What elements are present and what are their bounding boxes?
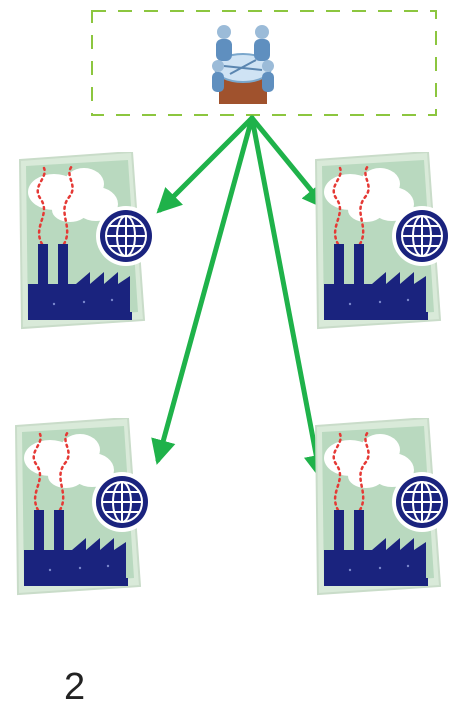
arrow-to-top-left bbox=[156, 115, 255, 214]
factory-globe-icon bbox=[314, 152, 454, 330]
distribution-arrows bbox=[151, 115, 329, 480]
factory-globe-icon bbox=[18, 152, 158, 330]
arrow-to-bottom-left bbox=[151, 115, 255, 465]
arrow-to-bottom-right bbox=[249, 115, 329, 480]
arrow-to-top-right bbox=[249, 115, 328, 210]
factory-globe-icon bbox=[314, 418, 454, 596]
meeting-table-icon bbox=[212, 25, 274, 104]
diagram-number-label: 2 bbox=[64, 666, 86, 708]
factory-globe-icon bbox=[14, 418, 154, 596]
headquarters-box bbox=[91, 10, 437, 116]
